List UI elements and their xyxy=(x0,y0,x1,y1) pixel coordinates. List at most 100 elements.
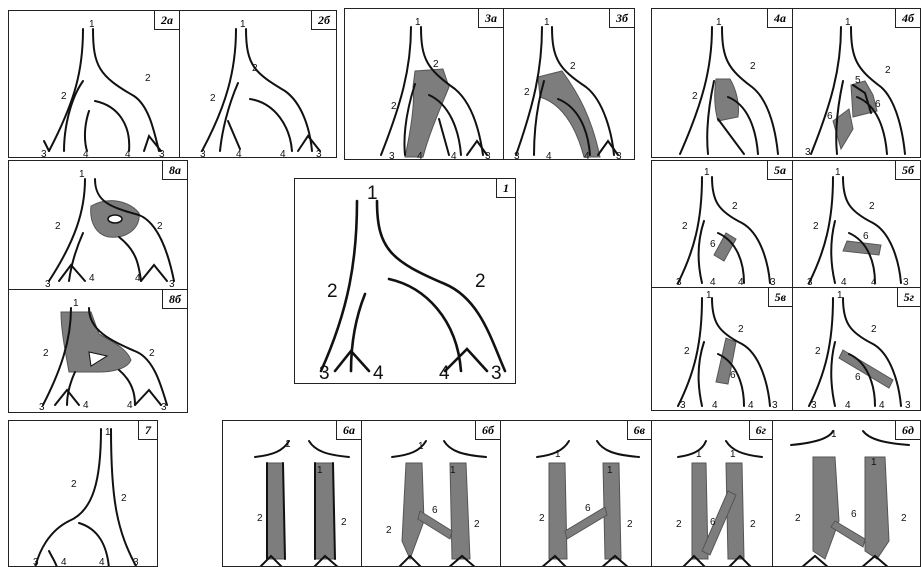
label-4: 4 xyxy=(280,149,286,158)
label-4: 4 xyxy=(125,149,131,158)
panel-tag: 4а xyxy=(767,9,792,28)
label-6: 6 xyxy=(730,370,736,381)
label-1: 1 xyxy=(415,17,421,28)
panel-tag: 6б xyxy=(475,421,500,440)
label-4: 4 xyxy=(584,151,590,160)
label-1: 1 xyxy=(73,298,79,309)
label-1: 1 xyxy=(607,465,613,476)
lesion-shading xyxy=(450,463,470,559)
label-3: 3 xyxy=(39,402,45,413)
label-1: 1 xyxy=(240,19,246,30)
label-4: 4 xyxy=(879,400,885,411)
lesion-shading xyxy=(865,457,889,559)
label-1: 1 xyxy=(730,449,736,460)
label-2: 2 xyxy=(391,101,397,112)
label-1: 1 xyxy=(845,17,851,28)
vessel-diagram xyxy=(202,29,320,151)
label-1: 1 xyxy=(555,449,561,460)
label-4: 4 xyxy=(236,149,242,158)
panel-5v: 1 2 2 6 3 4 4 3 5в xyxy=(651,287,793,411)
label-2: 2 xyxy=(682,221,688,232)
panel-3a: 1 2 2 3 4 4 3 3а xyxy=(344,8,504,160)
ring-shape xyxy=(108,215,122,223)
label-4: 4 xyxy=(83,149,89,158)
label-1: 1 xyxy=(871,457,877,468)
label-2: 2 xyxy=(149,348,155,359)
label-2: 2 xyxy=(210,93,216,104)
lesion-shading xyxy=(405,69,449,157)
label-4: 4 xyxy=(99,557,105,567)
label-2: 2 xyxy=(815,346,821,357)
label-2: 2 xyxy=(145,73,151,84)
label-4: 4 xyxy=(61,557,67,567)
label-1: 1 xyxy=(317,465,323,476)
panel-tag: 6в xyxy=(627,421,651,440)
label-4: 4 xyxy=(546,151,552,160)
label-1: 1 xyxy=(835,167,841,178)
label-4: 4 xyxy=(439,363,450,384)
panel-2b: 1 2 2 3 4 4 3 2б xyxy=(179,10,337,158)
label-4: 4 xyxy=(845,400,851,411)
panel-tag: 5б xyxy=(895,161,920,180)
label-2: 2 xyxy=(121,493,127,504)
label-1: 1 xyxy=(696,449,702,460)
label-2: 2 xyxy=(257,513,263,524)
panel-5b: 1 2 2 6 3 4 4 3 5б xyxy=(792,160,921,288)
label-3: 3 xyxy=(41,149,47,158)
label-4: 4 xyxy=(451,151,457,160)
panel-tag: 5а xyxy=(767,161,792,180)
label-6: 6 xyxy=(585,503,591,514)
label-3: 3 xyxy=(811,400,817,411)
panel-6v: 1 1 6 2 2 6в xyxy=(500,420,652,567)
panel-tag: 3б xyxy=(609,9,634,28)
label-4: 4 xyxy=(748,400,754,411)
label-1: 1 xyxy=(79,169,85,180)
panel-3b: 1 2 2 3 4 4 3 3б xyxy=(503,8,635,160)
lesion-shading xyxy=(831,521,865,547)
panel-7: 1 2 2 3 4 4 3 7 xyxy=(8,420,158,567)
label-6: 6 xyxy=(827,111,833,122)
panel-4a: 1 2 2 4а xyxy=(651,8,793,158)
vessel-diagram xyxy=(44,29,161,151)
label-3: 3 xyxy=(514,151,520,160)
vessel-diagram xyxy=(678,441,762,567)
label-1: 1 xyxy=(837,290,843,301)
label-2: 2 xyxy=(43,348,49,359)
panel-2a: 1 2 2 3 4 4 3 2а xyxy=(8,10,180,158)
label-1: 1 xyxy=(89,19,95,30)
label-4: 4 xyxy=(83,400,89,411)
label-5: 5 xyxy=(855,75,861,86)
panel-8b: 1 2 2 3 4 4 3 8б xyxy=(8,289,188,413)
lesion-shading xyxy=(315,463,335,559)
label-2: 2 xyxy=(71,479,77,490)
panel-tag: 4б xyxy=(895,9,920,28)
label-3: 3 xyxy=(491,363,502,384)
label-3: 3 xyxy=(316,149,322,158)
label-1: 1 xyxy=(450,465,456,476)
panel-1: 1 2 2 3 4 4 3 1 xyxy=(294,178,516,384)
panel-tag: 6д xyxy=(895,421,920,440)
label-2: 2 xyxy=(885,65,891,76)
label-2: 2 xyxy=(524,87,530,98)
label-2: 2 xyxy=(813,221,819,232)
panel-6d: 1 1 6 2 2 6д xyxy=(772,420,921,567)
panel-tag: 5в xyxy=(768,288,792,307)
label-2: 2 xyxy=(627,519,633,530)
label-1: 1 xyxy=(367,183,378,204)
panel-4b: 1 2 5 6 6 3 4б xyxy=(792,8,921,158)
label-2: 2 xyxy=(341,517,347,528)
panel-tag: 3а xyxy=(478,9,503,28)
label-3: 3 xyxy=(133,557,139,567)
label-1: 1 xyxy=(285,439,291,450)
panel-6a: 1 1 2 2 6а xyxy=(222,420,362,567)
label-2: 2 xyxy=(901,513,907,524)
label-6: 6 xyxy=(710,239,716,250)
panel-5a: 1 2 2 6 3 4 4 3 5а xyxy=(651,160,793,288)
label-6: 6 xyxy=(875,99,881,110)
lesion-shading xyxy=(549,463,567,559)
label-2: 2 xyxy=(676,519,682,530)
panel-tag: 6г xyxy=(749,421,772,440)
label-3: 3 xyxy=(616,151,622,160)
vessel-diagram xyxy=(791,431,909,567)
panel-tag: 1 xyxy=(496,179,515,198)
